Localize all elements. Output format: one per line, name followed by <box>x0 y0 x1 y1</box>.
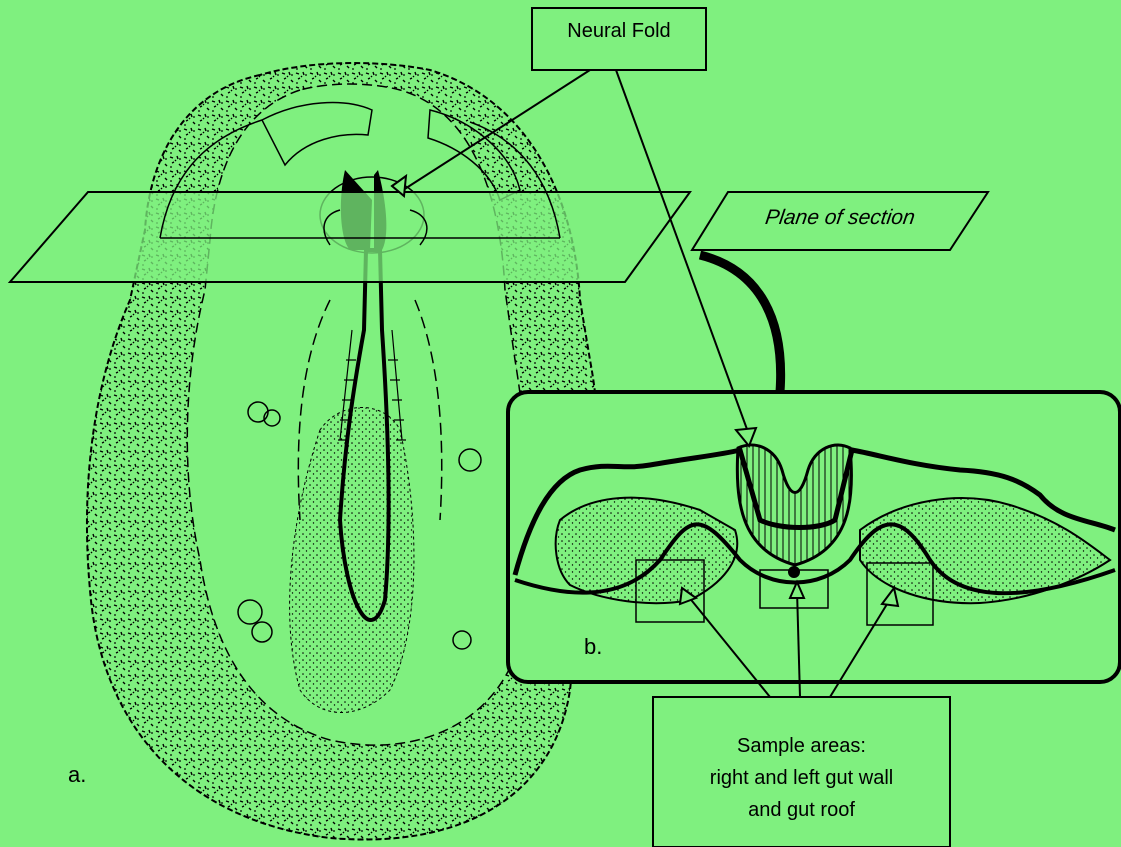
sample-areas-line-2: right and left gut wall <box>653 762 950 794</box>
section-plane <box>10 192 690 282</box>
notochord <box>788 566 800 578</box>
neural-fold-label: Neural Fold <box>532 20 706 43</box>
panel-a-label: a. <box>68 762 86 788</box>
panel-b-label: b. <box>584 634 602 660</box>
plane-of-section-label: Plane of section <box>708 206 971 230</box>
sample-areas-line-3: and gut roof <box>653 794 950 826</box>
sample-areas-label: Sample areas: right and left gut wall an… <box>653 730 950 826</box>
sample-areas-line-1: Sample areas: <box>653 730 950 762</box>
section-connector-arc <box>700 255 781 392</box>
